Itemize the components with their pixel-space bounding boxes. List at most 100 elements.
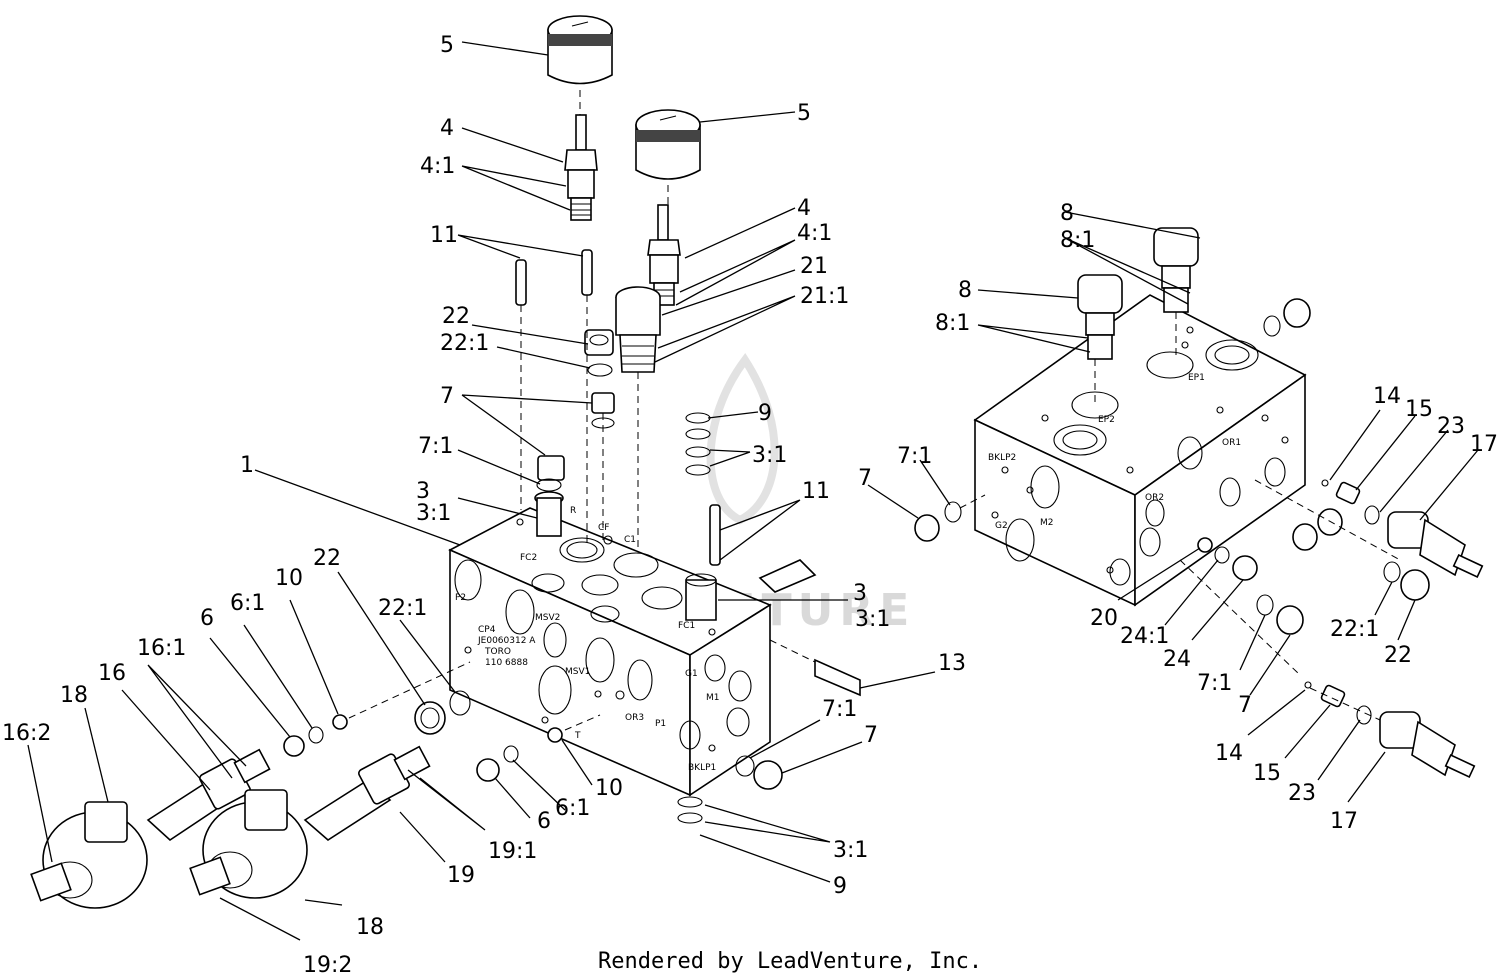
ball-part (1304, 681, 1312, 689)
alignment-lines (348, 90, 1401, 731)
plug-part (1232, 555, 1258, 581)
render-credit: Rendered by LeadVenture, Inc. (598, 949, 982, 974)
plug-part (476, 758, 500, 782)
solenoid-valve-part (303, 745, 431, 841)
plug-part (283, 735, 305, 757)
callout-label: 16:1 (137, 636, 186, 661)
callout-label: 7 (858, 466, 872, 491)
port-mark-ep1: EP1 (1188, 373, 1205, 383)
callout-label: 3 (853, 581, 867, 606)
sensor-part (814, 658, 861, 697)
callout-label: 4 (440, 116, 454, 141)
callout-label: 22:1 (378, 596, 427, 621)
watermark-flame-icon (706, 352, 779, 525)
port-mark-bklp2: BKLP2 (988, 453, 1016, 463)
callout-label: 6:1 (555, 796, 590, 821)
callout-label: 3:1 (752, 443, 787, 468)
check-valve-part (615, 286, 661, 373)
pressure-switch-part (1379, 711, 1476, 778)
port-mark-bklp1: BKLP1 (688, 763, 716, 773)
port-mark-model: 110 6888 (485, 658, 528, 668)
callout-label: 17 (1330, 809, 1358, 834)
o-ring-part (1383, 561, 1401, 583)
callout-label: 22 (442, 304, 470, 329)
port-mark-cp4: CP4 (478, 625, 496, 635)
port-mark-m1: M1 (706, 693, 720, 703)
callout-label: 6:1 (230, 591, 265, 616)
roll-pin-part (709, 504, 721, 566)
callout-label: 22:1 (440, 331, 489, 356)
plug-part (1292, 523, 1318, 551)
callout-label: 22 (313, 546, 341, 571)
callout-label: 7 (1238, 693, 1252, 718)
callout-label: 8 (1060, 201, 1074, 226)
callout-label: 7 (440, 384, 454, 409)
relief-valve-part (1153, 227, 1199, 313)
callout-label: 20 (1090, 606, 1118, 631)
callout-label: 4 (797, 196, 811, 221)
port-mark-brand: TORO (484, 647, 511, 657)
callout-label: 15 (1405, 397, 1433, 422)
callout-label: 19:2 (303, 953, 352, 978)
port-mark-or1: OR1 (1222, 438, 1241, 448)
o-ring-part (1256, 594, 1274, 616)
port-mark-part-number: JE0060312 A (477, 636, 536, 646)
fitting-part (914, 514, 940, 542)
callout-label: 24:1 (1120, 624, 1169, 649)
port-mark-cf: CF (598, 523, 609, 533)
callout-label: 21 (800, 254, 828, 279)
callout-label: 23 (1288, 781, 1316, 806)
right-manifold-block: EP1 EP2 BKLP2 G2 M2 OR2 OR1 (973, 294, 1307, 607)
port-mark-or3: OR3 (625, 713, 644, 723)
plug-part (584, 329, 614, 377)
left-manifold-block: FC2 R CF C1 FC1 MSV2 MSV1 CP4 JE0060312 … (448, 506, 772, 797)
callout-label: 13 (938, 651, 966, 676)
callout-label: 7:1 (418, 434, 453, 459)
port-mark-t: T (574, 731, 581, 741)
callout-label: 6 (200, 606, 214, 631)
callout-label: 8 (958, 278, 972, 303)
fitting-part (1276, 605, 1304, 635)
spool-part (534, 491, 717, 621)
spring-part (1320, 684, 1346, 708)
fitting-part (753, 760, 783, 790)
o-ring-part (677, 412, 711, 824)
pressure-switch-part (1387, 511, 1484, 578)
o-ring-part (308, 726, 324, 744)
orifice-part (332, 714, 348, 730)
callout-label: 9 (833, 874, 847, 899)
roll-pin-part (581, 249, 593, 296)
connector-part (758, 559, 817, 593)
ball-part (1321, 479, 1329, 487)
port-mark-fc2: FC2 (520, 553, 537, 563)
port-mark-r: R (570, 506, 576, 516)
callout-label: 22:1 (1330, 617, 1379, 642)
callout-label: 17 (1470, 432, 1498, 457)
callout-labels: 5 4 4:1 5 4 4:1 21 21:1 11 22 22:1 7 7:1… (2, 33, 1498, 978)
callout-label: 11 (430, 223, 458, 248)
knob-part (547, 15, 613, 85)
solenoid-valve-part (146, 748, 271, 842)
callout-label: 7 (864, 723, 878, 748)
port-mark-msv1: MSV1 (565, 667, 590, 677)
solenoid-coil-part (189, 789, 308, 899)
callout-label: 14 (1215, 741, 1243, 766)
plug-part (1317, 508, 1343, 536)
spring-part (1335, 481, 1361, 505)
port-mark-g2: G2 (995, 521, 1008, 531)
callout-label: 3:1 (416, 501, 451, 526)
callout-label: 5 (440, 33, 454, 58)
callout-label: 11 (802, 479, 830, 504)
callout-label: 24 (1163, 647, 1191, 672)
relief-valve-part (1077, 274, 1123, 360)
callout-label: 16:2 (2, 721, 51, 746)
port-mark-ep2: EP2 (1098, 415, 1115, 425)
callout-label: 18 (60, 683, 88, 708)
orifice-part (1197, 537, 1213, 553)
orifice-part (547, 727, 563, 743)
o-ring-part (1356, 705, 1372, 725)
port-mark-c1: C1 (624, 535, 636, 545)
o-ring-part (944, 501, 962, 523)
callout-label: 7:1 (897, 444, 932, 469)
callout-label: 10 (275, 566, 303, 591)
